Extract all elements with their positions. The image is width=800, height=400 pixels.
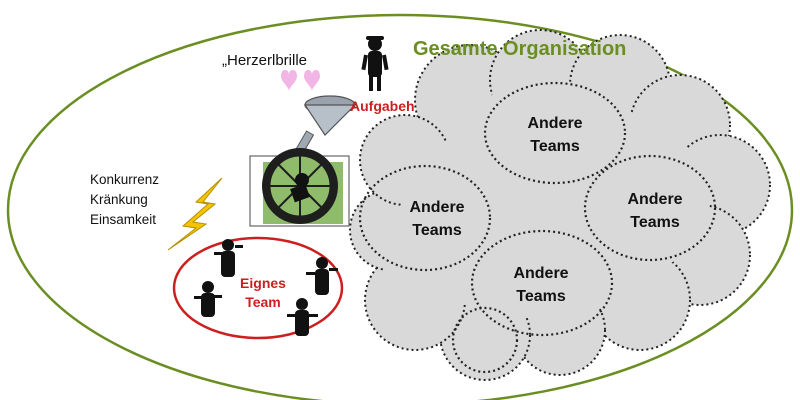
team-label: Andere Teams [600,188,710,234]
team-circle-3 [583,154,717,262]
team-label-line2: Teams [516,288,566,305]
lightning-icon [167,177,223,251]
team-label: Andere Teams [486,262,596,308]
risk-item: Konkurrenz [90,172,160,187]
team-label-line2: Teams [630,214,680,231]
own-team-line2: Team [245,294,281,310]
team-circle-4 [470,229,614,337]
risk-item: Einsamkeit [90,212,157,227]
hamster-wheel-icon [249,148,350,227]
team-label-line1: Andere [513,265,569,282]
funnel-icon [294,95,357,155]
risk-item: Kränkung [90,192,148,207]
team-label-line1: Andere [627,191,683,208]
glasses-label: „Herzerlbrille [222,52,308,69]
team-label-line2: Teams [530,138,580,155]
person-icon [194,239,338,336]
risk-list: Konkurrenz Kränkung Einsamkeit [90,170,159,230]
team-label: Andere Teams [382,196,492,242]
person-icon [361,36,389,91]
team-circle-2 [358,164,492,272]
team-circle-1 [483,81,627,185]
organization-title: Gesamte Organisation [413,38,627,60]
task-label: Aufgabeh [350,98,415,114]
team-label-line1: Andere [409,199,465,216]
heart-icon [281,69,320,91]
own-team-line1: Eignes [240,275,286,291]
team-label-line1: Andere [527,115,583,132]
small-circle [451,306,519,374]
team-label-line2: Teams [412,222,462,239]
team-label: Andere Teams [500,112,610,158]
own-team-label: Eignes Team [228,274,298,312]
